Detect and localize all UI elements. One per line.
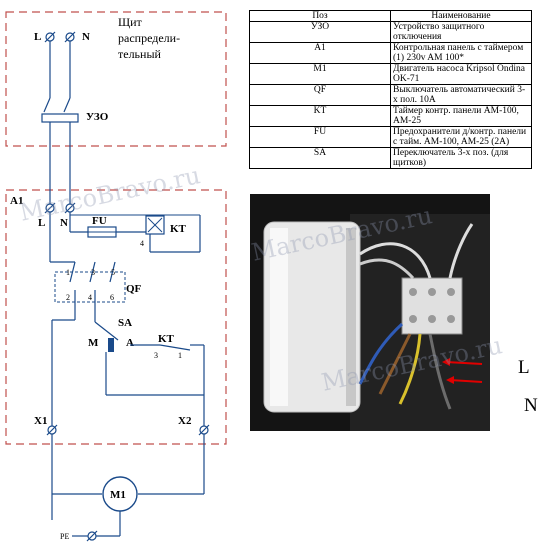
table-cell-name: Переключатель 3-х поз. (для щитков) xyxy=(390,147,532,169)
timer-label: KT xyxy=(170,223,187,235)
terminal-l-panel xyxy=(44,202,56,214)
control-panel-frame xyxy=(5,189,227,445)
terminal-label-x1: X1 xyxy=(34,415,47,427)
switch-pos-m: M xyxy=(88,337,99,349)
table-row: QF Выключатель автоматический 3-х пол. 1… xyxy=(249,84,532,106)
timer-contact-pin-1: 1 xyxy=(178,351,182,360)
table-cell-pos: KT xyxy=(249,105,391,127)
table-header-pos: Поз xyxy=(249,10,391,22)
photo-label-n: N xyxy=(524,395,538,416)
circuit-breaker-symbol xyxy=(54,261,126,305)
table-header-name: Наименование xyxy=(390,10,532,22)
panel-title-line3: тельный xyxy=(118,47,162,61)
table-cell-name: Устройство защитного отключения xyxy=(390,21,532,43)
table-row: M1 Двигатель насоса Kripsol Ondina OK-71 xyxy=(249,63,532,85)
fuse-label: FU xyxy=(92,215,107,227)
table-row: УЗО Устройство защитного отключения xyxy=(249,21,532,43)
table-cell-pos: SA xyxy=(249,147,391,169)
terminal-label-l-panel: L xyxy=(38,217,45,229)
photo-label-l: L xyxy=(518,357,530,378)
table-cell-name: Таймер контр. панели AM-100, AM-25 xyxy=(390,105,532,127)
rcd-label: УЗО xyxy=(86,111,109,123)
motor-label: M1 xyxy=(110,489,126,501)
terminal-pe xyxy=(86,530,98,542)
table-cell-name: Выключатель автоматический 3-х пол. 10A xyxy=(390,84,532,106)
table-cell-pos: FU xyxy=(249,126,391,148)
control-panel-photo xyxy=(250,194,490,431)
terminal-label-l-top: L xyxy=(34,31,41,43)
table-row: KT Таймер контр. панели AM-100, AM-25 xyxy=(249,105,532,127)
terminal-x1 xyxy=(46,424,58,436)
switch-contact xyxy=(108,338,114,352)
terminal-block xyxy=(401,277,463,335)
terminal-n-top xyxy=(64,31,76,43)
panel-title-line2: распредели- xyxy=(118,31,180,45)
switch-pos-a: A xyxy=(126,337,134,349)
table-cell-name: Двигатель насоса Kripsol Ondina OK-71 xyxy=(390,63,532,85)
terminal-l-top xyxy=(44,31,56,43)
qf-pin-4: 4 xyxy=(88,293,92,302)
table-row: A1 Контрольная панель с таймером (1) 230… xyxy=(249,42,532,64)
table-row: SA Переключатель 3-х поз. (для щитков) xyxy=(249,147,532,169)
terminal-label-pe: PE xyxy=(60,532,69,541)
terminal-label-n-panel: N xyxy=(60,217,68,229)
component-table: Поз Наименование УЗО Устройство защитног… xyxy=(249,10,532,169)
qf-pin-1: 1 xyxy=(66,268,70,277)
table-cell-name: Контрольная панель с таймером (1) 230v A… xyxy=(390,42,532,64)
table-header-row: Поз Наименование xyxy=(249,10,532,22)
terminal-label-x2: X2 xyxy=(178,415,192,427)
terminal-x2 xyxy=(198,424,210,436)
table-cell-pos: QF xyxy=(249,84,391,106)
timer-relay-symbol xyxy=(145,215,165,235)
timer-pin-4: 4 xyxy=(140,239,144,248)
control-panel-photo-illustration xyxy=(250,194,490,431)
control-panel-label: A1 xyxy=(10,195,23,207)
qf-pin-5: 5 xyxy=(111,268,115,277)
qf-pin-6: 6 xyxy=(110,293,114,302)
switch-label: SA xyxy=(118,317,132,329)
table-cell-pos: M1 xyxy=(249,63,391,85)
qf-label: QF xyxy=(126,283,142,295)
terminal-n-panel xyxy=(64,202,76,214)
qf-pin-2: 2 xyxy=(66,293,70,302)
rcd-symbol xyxy=(41,97,79,135)
timer-contact-pin-3: 3 xyxy=(154,351,158,360)
table-cell-name: Предохранители д/контр. панели с тайм. A… xyxy=(390,126,532,148)
timer-contact-label: KT xyxy=(158,333,175,345)
distribution-panel-frame xyxy=(5,11,227,147)
table-cell-pos: УЗО xyxy=(249,21,391,43)
table-cell-pos: A1 xyxy=(249,42,391,64)
terminal-label-n-top: N xyxy=(82,31,90,43)
panel-title-line1: Щит xyxy=(118,15,143,29)
qf-pin-3: 3 xyxy=(91,268,95,277)
table-row: FU Предохранители д/контр. панели с тайм… xyxy=(249,126,532,148)
